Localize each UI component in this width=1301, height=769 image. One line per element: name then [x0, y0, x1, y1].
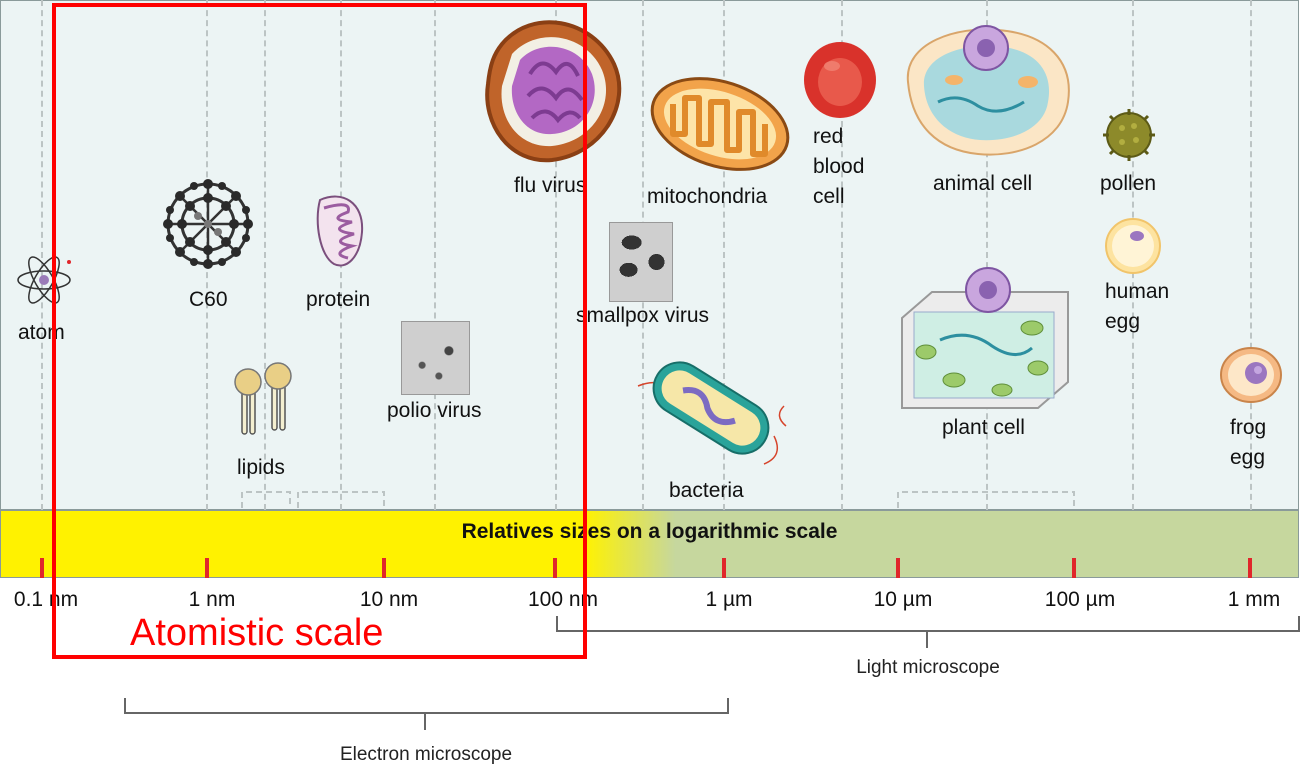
- gridline: [841, 0, 843, 510]
- c60-molecule-icon: [163, 179, 253, 269]
- animal-cell-label: animal cell: [933, 172, 1033, 195]
- protein-label: protein: [306, 288, 371, 311]
- animal-cell-icon: [906, 25, 1070, 156]
- plant-cell-label: plant cell: [942, 416, 1025, 439]
- mitochondria-icon: [650, 77, 790, 171]
- human-egg-label-line1: human: [1105, 280, 1170, 303]
- smallpox-virus-micrograph: [609, 222, 673, 302]
- log-scale-bar: [0, 510, 1299, 578]
- tick-label-10um: 10 µm: [873, 588, 933, 611]
- bacteria-icon: [637, 361, 787, 465]
- light-microscope-label: Light microscope: [856, 657, 1000, 678]
- gridline: [723, 0, 725, 510]
- scale-tick: [1248, 558, 1252, 578]
- scale-tick: [1072, 558, 1076, 578]
- frog-egg-label-line1: frog: [1230, 416, 1267, 439]
- light-microscope-bracket: [556, 616, 1300, 632]
- atom-icon: [17, 256, 71, 304]
- tick-label-1um: 1 µm: [705, 588, 753, 611]
- human-egg-icon: [1105, 218, 1161, 274]
- tick-label-1nm: 1 nm: [188, 588, 236, 611]
- lipids-icon: [234, 362, 292, 435]
- red-blood-cell-label-line1: red: [813, 125, 844, 148]
- frog-egg-label-line2: egg: [1230, 446, 1266, 469]
- smallpox-virus-label: smallpox virus: [576, 304, 710, 327]
- atomistic-scale-label: Atomistic scale: [130, 612, 384, 654]
- electron-microscope-bracket-stem: [424, 714, 426, 730]
- tick-label-1mm: 1 mm: [1227, 588, 1281, 611]
- gridline: [986, 0, 988, 510]
- frog-egg-icon: [1220, 347, 1282, 403]
- tick-label-10nm: 10 nm: [359, 588, 419, 611]
- tick-label-100nm: 100 nm: [527, 588, 599, 611]
- red-blood-cell-label-line2: blood: [813, 155, 865, 178]
- scale-tick: [553, 558, 557, 578]
- plant-cell-icon: [901, 267, 1069, 409]
- gridline: [41, 0, 43, 510]
- electron-microscope-bracket: [124, 698, 729, 714]
- red-blood-cell-icon: [804, 42, 876, 118]
- gridline: [555, 0, 557, 510]
- flu-virus-label: flu virus: [514, 174, 587, 197]
- scale-tick: [382, 558, 386, 578]
- scale-tick: [205, 558, 209, 578]
- lipids-label: lipids: [237, 456, 285, 479]
- atomistic-scale-highlight-box: [52, 3, 587, 659]
- red-blood-cell-label-line3: cell: [813, 185, 845, 208]
- bacteria-label: bacteria: [669, 479, 744, 502]
- gridline: [1250, 0, 1252, 510]
- mitochondria-label: mitochondria: [647, 185, 768, 208]
- pollen-icon: [1103, 109, 1155, 161]
- tick-label-100um: 100 µm: [1044, 588, 1116, 611]
- scale-tick: [722, 558, 726, 578]
- grouping-brackets: [241, 491, 1075, 508]
- tick-label-0.1nm: 0.1 nm: [13, 588, 79, 611]
- gridline: [264, 0, 266, 510]
- c60-label: C60: [189, 288, 228, 311]
- protein-icon: [316, 195, 364, 267]
- scale-tick: [896, 558, 900, 578]
- human-egg-label-line2: egg: [1105, 310, 1141, 333]
- gridline: [434, 0, 436, 510]
- light-microscope-bracket-stem: [926, 632, 928, 648]
- polio-virus-micrograph: [401, 321, 470, 395]
- polio-virus-label: polio virus: [387, 399, 482, 422]
- scale-bar-title: Relatives sizes on a logarithmic scale: [461, 520, 838, 543]
- scale-tick: [40, 558, 44, 578]
- pollen-label: pollen: [1100, 172, 1157, 195]
- electron-microscope-label: Electron microscope: [339, 744, 513, 765]
